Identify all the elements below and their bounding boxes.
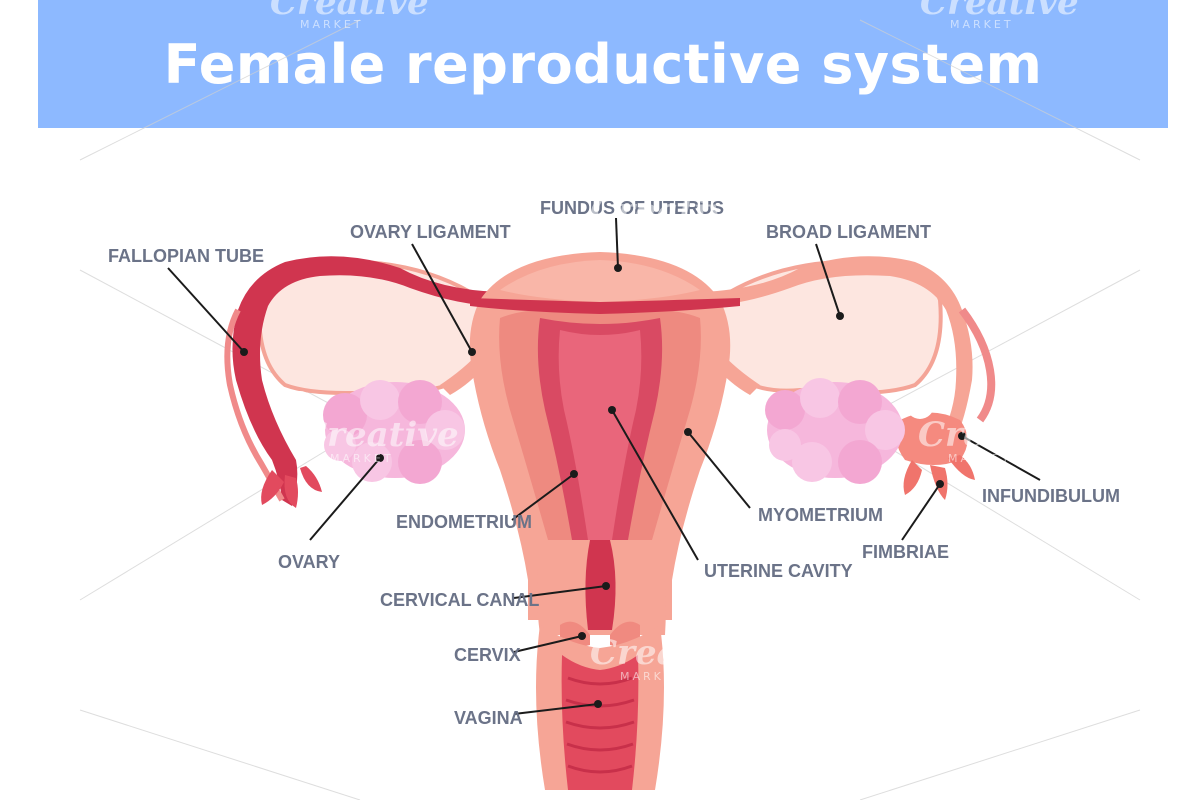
leader-ovary-ligament — [411, 243, 476, 356]
leader-cervix — [513, 632, 586, 653]
svg-text:MARKET: MARKET — [300, 18, 364, 31]
leader-cervical-canal — [513, 582, 610, 599]
label-endometrium: ENDOMETRIUM — [396, 512, 532, 532]
svg-text:MARKET: MARKET — [620, 230, 684, 243]
svg-text:Creative: Creative — [270, 0, 429, 23]
title-banner: Female reproductive system — [38, 0, 1168, 128]
svg-text:Creative: Creative — [920, 0, 1079, 23]
fallopian-tube-left — [232, 256, 500, 506]
label-vagina: VAGINA — [454, 708, 523, 728]
label-uterine-cavity: UTERINE CAVITY — [704, 561, 853, 581]
fundus-highlight — [500, 260, 700, 302]
label-cervical-canal: CERVICAL CANAL — [380, 590, 539, 610]
svg-text:Creative: Creative — [590, 633, 749, 673]
svg-text:MARKET: MARKET — [330, 452, 394, 465]
ovary-right — [765, 378, 934, 484]
label-ovary-ligament: OVARY LIGAMENT — [350, 222, 511, 242]
leader-vagina — [513, 700, 602, 715]
label-infundibulum: INFUNDIBULUM — [982, 486, 1120, 506]
label-cervix: CERVIX — [454, 645, 521, 665]
svg-text:MARKET: MARKET — [950, 18, 1014, 31]
leader-ovary — [309, 454, 384, 541]
leader-fundus — [614, 217, 622, 272]
label-fallopian-tube: FALLOPIAN TUBE — [108, 246, 264, 266]
leader-infundibulum — [958, 432, 1041, 481]
leader-endometrium — [511, 470, 578, 521]
uterine-cavity — [558, 330, 642, 540]
watermark-lines — [79, 19, 1141, 800]
fallopian-tube-left-outer — [224, 308, 285, 502]
leader-fimbriae — [901, 480, 944, 541]
svg-text:MARKET: MARKET — [948, 452, 1012, 465]
leader-uterine-cavity — [608, 406, 699, 561]
vaginal-canal — [561, 655, 639, 790]
leader-broad-ligament — [815, 243, 844, 320]
page-title: Female reproductive system — [163, 32, 1043, 96]
watermark-logo: Creative MARKET Creative MARKET Creative… — [270, 0, 1079, 683]
label-fundus: FUNDUS OF UTERUS — [540, 198, 724, 218]
svg-text:Creative: Creative — [300, 415, 459, 455]
infundibulum-right — [896, 412, 975, 500]
svg-text:MARKET: MARKET — [620, 670, 684, 683]
fimbriae-left — [261, 466, 322, 508]
tube-isthmus — [470, 298, 740, 314]
label-fimbriae: FIMBRIAE — [862, 542, 949, 562]
leader-fallopian-tube — [167, 267, 248, 356]
cervical-canal — [585, 540, 616, 630]
fallopian-tube-right-edge — [958, 307, 996, 423]
label-myometrium: MYOMETRIUM — [758, 505, 883, 525]
ovary-left — [286, 380, 465, 484]
svg-text:Creative: Creative — [590, 191, 749, 231]
broad-ligament-right — [707, 259, 943, 396]
label-broad-ligament: BROAD LIGAMENT — [766, 222, 931, 242]
svg-text:Creative: Creative — [918, 415, 1077, 455]
cervix-lips — [560, 621, 640, 647]
leader-myometrium — [684, 428, 751, 509]
label-ovary: OVARY — [278, 552, 340, 572]
